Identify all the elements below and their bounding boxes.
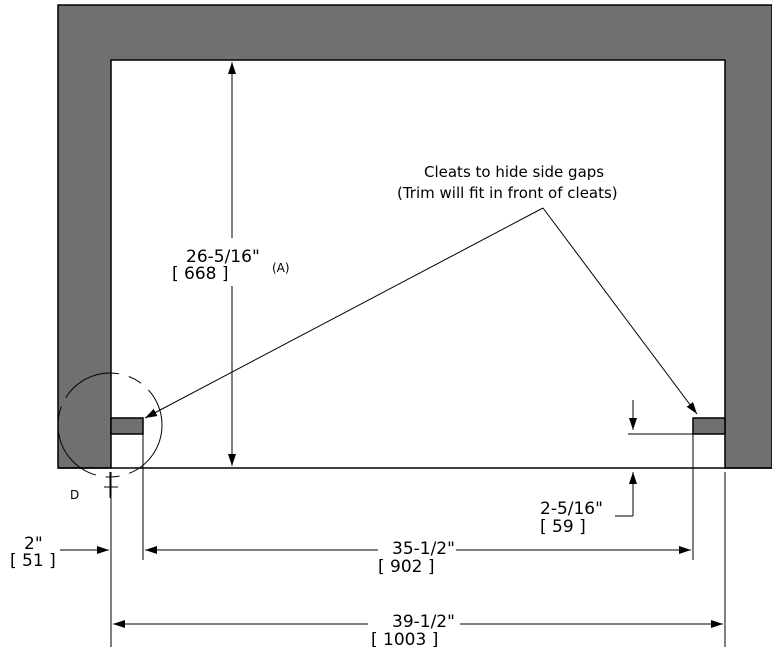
wall-frame — [57, 4, 772, 469]
inner-width-metric: [ 902 ] — [378, 557, 435, 577]
inner-width-imperial: 35-1/2" — [392, 539, 455, 559]
leader-right — [542, 207, 698, 415]
detail-label: D — [70, 488, 79, 502]
cleat-height-metric: [ 59 ] — [540, 517, 586, 537]
note-line-1: Cleats to hide side gaps — [424, 163, 604, 181]
height-metric: [ 668 ] — [172, 264, 229, 284]
leader-left — [144, 207, 544, 419]
total-width-metric: [ 1003 ] — [371, 630, 438, 647]
left-cleat — [110, 417, 144, 435]
side-offset-metric: [ 51 ] — [10, 551, 56, 571]
height-imperial: 26-5/16" — [186, 247, 260, 267]
cleat-height-imperial: 2-5/16" — [540, 499, 603, 519]
side-offset-imperial: 2" — [24, 534, 43, 554]
total-width-imperial: 39-1/2" — [392, 612, 455, 632]
note-line-2: (Trim will fit in front of cleats) — [397, 184, 618, 202]
right-cleat — [692, 417, 726, 435]
height-tag: (A) — [272, 261, 290, 275]
